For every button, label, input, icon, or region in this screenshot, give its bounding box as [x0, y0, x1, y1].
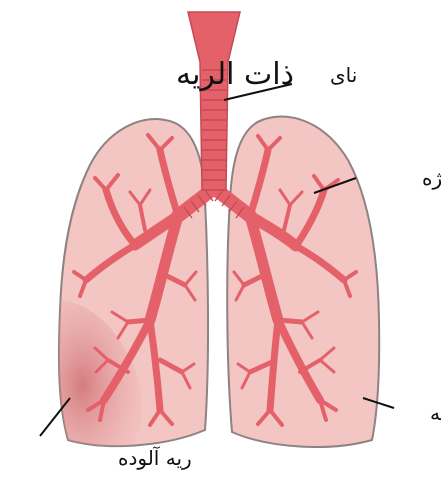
bronchus-label: نایژه: [422, 166, 441, 190]
diagram-title: ذات الریه: [176, 57, 294, 92]
infected-lung-label: ریه آلوده: [118, 445, 192, 470]
trachea-label: نای: [330, 63, 357, 87]
lung-label: ریه: [430, 401, 441, 425]
